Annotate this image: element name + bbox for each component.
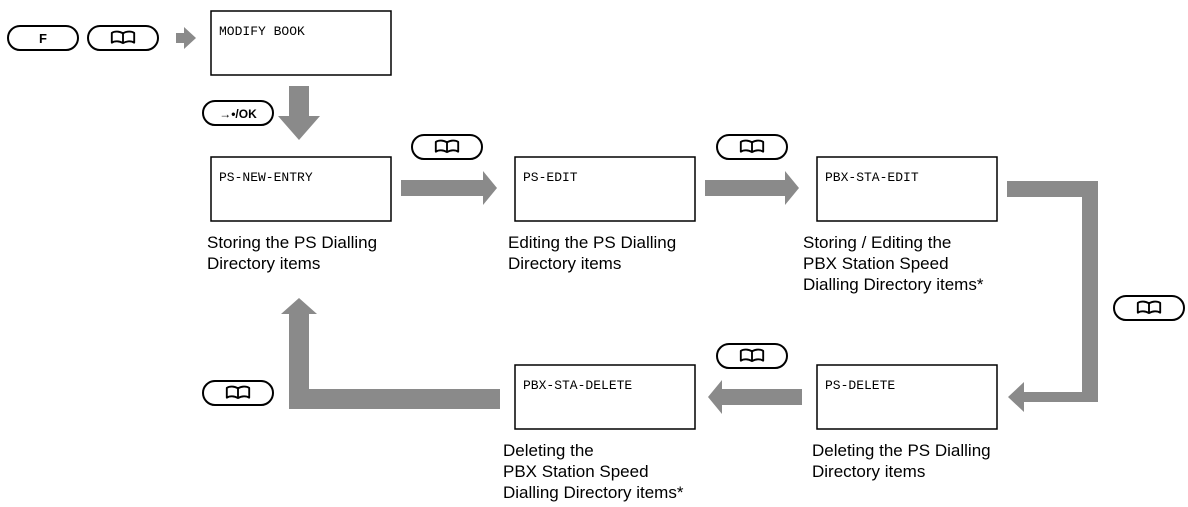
caption-line: Deleting the PS Dialling xyxy=(812,441,991,460)
flow-arrow xyxy=(708,380,802,414)
phonebook-key[interactable] xyxy=(716,134,788,160)
display-text: MODIFY BOOK xyxy=(219,24,305,39)
caption-line: Dialling Directory items* xyxy=(803,275,984,294)
display-pbx-sta-delete: PBX-STA-DELETE xyxy=(514,364,696,430)
caption-line: Directory items xyxy=(812,462,926,481)
caption-line: Directory items xyxy=(207,254,321,273)
display-modify-book: MODIFY BOOK xyxy=(210,10,392,76)
flow-arrow xyxy=(278,86,320,140)
caption-ps-new-entry: Storing the PS Dialling Directory items xyxy=(207,232,377,274)
caption-line: Directory items xyxy=(508,254,622,273)
caption-line: Storing / Editing the xyxy=(803,233,952,252)
ok-key-label: →•/OK xyxy=(219,107,257,121)
display-pbx-sta-edit: PBX-STA-EDIT xyxy=(816,156,998,222)
display-text: PBX-STA-DELETE xyxy=(523,378,632,393)
caption-line: Dialling Directory items* xyxy=(503,483,684,502)
flow-arrow xyxy=(281,298,500,409)
function-key[interactable]: F xyxy=(7,25,79,51)
display-ps-edit: PS-EDIT xyxy=(514,156,696,222)
phonebook-key[interactable] xyxy=(202,380,274,406)
caption-ps-delete: Deleting the PS Dialling Directory items xyxy=(812,440,991,482)
display-text: PS-EDIT xyxy=(523,170,578,185)
caption-pbx-sta-delete: Deleting the PBX Station Speed Dialling … xyxy=(503,440,683,503)
flow-arrow xyxy=(1007,181,1098,412)
function-key-label: F xyxy=(39,31,47,46)
caption-line: Deleting the xyxy=(503,441,594,460)
caption-line: Editing the PS Dialling xyxy=(508,233,677,252)
display-text: PS-NEW-ENTRY xyxy=(219,170,313,185)
flow-arrow xyxy=(176,27,196,49)
caption-line: PBX Station Speed xyxy=(503,462,649,481)
flow-arrow xyxy=(705,171,799,205)
display-text: PS-DELETE xyxy=(825,378,895,393)
ok-key[interactable]: →•/OK xyxy=(202,100,274,126)
flow-arrow xyxy=(401,171,497,205)
display-text: PBX-STA-EDIT xyxy=(825,170,919,185)
caption-line: PBX Station Speed xyxy=(803,254,949,273)
phonebook-key[interactable] xyxy=(1113,295,1185,321)
phonebook-key[interactable] xyxy=(411,134,483,160)
display-ps-delete: PS-DELETE xyxy=(816,364,998,430)
display-ps-new-entry: PS-NEW-ENTRY xyxy=(210,156,392,222)
phonebook-key[interactable] xyxy=(87,25,159,51)
caption-ps-edit: Editing the PS Dialling Directory items xyxy=(508,232,676,274)
caption-line: Storing the PS Dialling xyxy=(207,233,378,252)
caption-pbx-sta-edit: Storing / Editing the PBX Station Speed … xyxy=(803,232,983,295)
phonebook-key[interactable] xyxy=(716,343,788,369)
